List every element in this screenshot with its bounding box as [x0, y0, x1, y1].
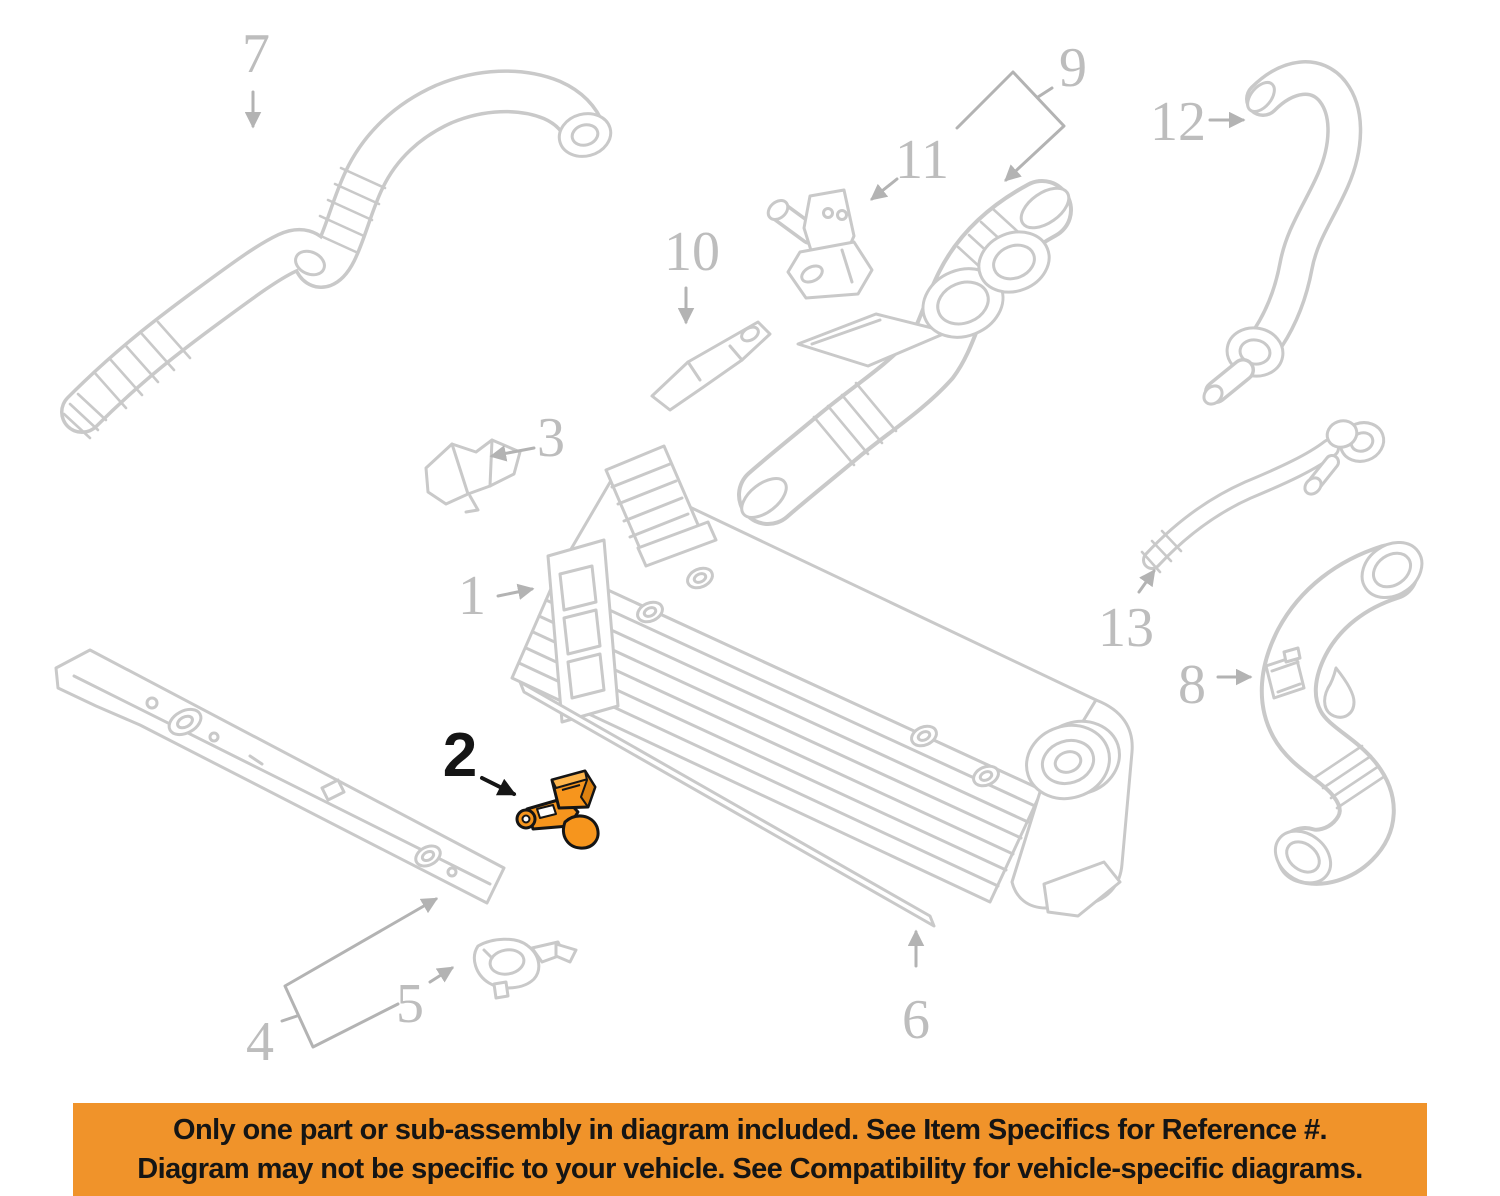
part-10-bracket	[650, 320, 772, 412]
callout-11-arrow	[870, 177, 899, 201]
part-1-intercooler	[510, 444, 1134, 918]
callout-8-label: 8	[1178, 654, 1206, 716]
callout-9-label: 9	[1059, 37, 1087, 99]
disclaimer-line-2: Diagram may not be specific to your vehi…	[137, 1152, 1363, 1185]
part-4-rail	[54, 648, 506, 905]
disclaimer-line-1: Only one part or sub-assembly in diagram…	[173, 1113, 1327, 1146]
part-5-clip	[473, 937, 578, 1000]
callout-1-label: 1	[458, 565, 486, 627]
callout-3-label: 3	[537, 407, 565, 469]
callout-labels: 7 9 11 12 10 3 1 13 8 5 4 6 2	[242, 23, 1206, 1073]
callout-12-label: 12	[1150, 91, 1206, 153]
part-13-hose	[1140, 419, 1386, 574]
callout-11-label: 11	[895, 129, 949, 191]
callout-10-label: 10	[664, 221, 720, 283]
callout-5-label: 5	[396, 973, 424, 1035]
callout-4-arrow	[283, 897, 439, 1049]
part-6-strip	[518, 680, 936, 928]
callout-13-label: 13	[1098, 597, 1154, 659]
callout-5-arrow	[428, 966, 455, 984]
part-2-highlighted-bracket	[515, 769, 600, 850]
callout-4-label: 4	[246, 1011, 274, 1073]
callout-9-arrow	[955, 70, 1066, 182]
callout-4-tick	[280, 1014, 299, 1023]
part-3-bracket	[424, 438, 522, 514]
part-8-hose-and-clamp	[1259, 540, 1424, 886]
callout-3-arrow	[489, 445, 536, 462]
part-9-charge-pipe	[737, 179, 1073, 526]
callout-2-label: 2	[443, 721, 477, 790]
callout-13-arrow	[1137, 568, 1156, 594]
part-7-hose	[60, 69, 613, 440]
callout-2-arrow	[480, 776, 517, 796]
callout-1-arrow	[496, 583, 535, 600]
part-11-sensor	[766, 188, 874, 300]
callout-9-tick	[1036, 86, 1054, 99]
disclaimer-banner: Only one part or sub-assembly in diagram…	[73, 1103, 1427, 1196]
callout-arrows	[244, 70, 1253, 1049]
part-12-hose	[1202, 60, 1363, 406]
callout-7-label: 7	[242, 23, 270, 85]
callout-6-label: 6	[902, 989, 930, 1051]
